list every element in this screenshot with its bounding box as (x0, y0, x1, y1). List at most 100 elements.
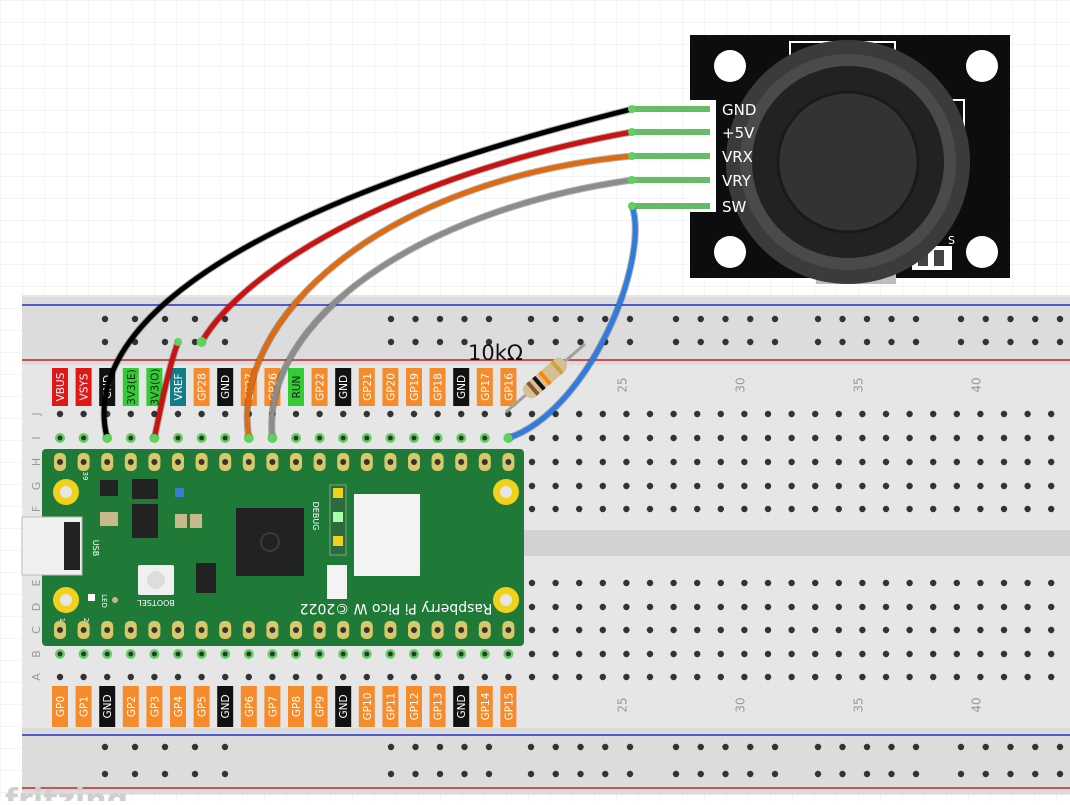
breadboard-hole (788, 626, 795, 634)
breadboard-hole (1000, 673, 1008, 681)
breadboard-hole (694, 505, 701, 513)
pico-pin-hole (104, 627, 111, 633)
joystick-header-pin (632, 106, 710, 112)
breadboard-hole (576, 626, 583, 634)
bottom-pin-label: GP6 (244, 696, 256, 717)
breadboard-hole (670, 410, 677, 418)
breadboard-hole (198, 673, 205, 681)
breadboard-hole (741, 626, 748, 634)
rail-hole (722, 315, 729, 323)
column-number: 35 (851, 377, 865, 392)
breadboard-hole (599, 579, 606, 587)
breadboard-hole (835, 505, 842, 513)
breadboard-hole (694, 482, 701, 490)
breadboard-hole (1024, 458, 1031, 466)
breadboard-hole (599, 673, 606, 681)
pin-label-bg (453, 368, 470, 406)
breadboard-hole (1000, 505, 1008, 513)
led-dot (112, 597, 118, 603)
breadboard-hole (292, 673, 300, 681)
bottom-pin-label: GP10 (362, 693, 374, 721)
breadboard-hole (269, 673, 276, 681)
connected-hole-center (317, 651, 323, 657)
rail-hole (101, 770, 109, 778)
breadboard-hole (694, 673, 701, 681)
breadboard-hole (788, 482, 795, 490)
breadboard-hole (1000, 579, 1008, 587)
pin-label-bg (476, 686, 493, 727)
pico-pads (54, 453, 515, 639)
breadboard-hole (859, 410, 866, 418)
connected-hole-center (199, 435, 205, 441)
rail-hole (771, 338, 779, 346)
pico-pin-hole (340, 459, 347, 465)
breadboard-hole (953, 650, 960, 658)
breadboard-hole (576, 603, 583, 611)
breadboard-hole (623, 410, 630, 418)
rail-hole (527, 770, 535, 778)
breadboard-hole (859, 458, 866, 466)
rail-hole (722, 743, 729, 751)
breadboard-hole (906, 410, 913, 418)
breadboard-hole (104, 673, 111, 681)
component (327, 565, 347, 599)
pin-label-bg (406, 368, 422, 406)
breadboard-hole (599, 603, 606, 611)
rail-hole (957, 315, 965, 323)
breadboard-hole (835, 410, 842, 418)
connected-hole-center (387, 435, 393, 441)
breadboard-hole (670, 482, 677, 490)
breadboard-hole (859, 603, 866, 611)
connected-hole-center (81, 651, 87, 657)
wire-endpoint (150, 434, 159, 442)
breadboard-hole (812, 458, 819, 466)
rail-hole (191, 315, 199, 323)
bottom-power-rail (22, 728, 1070, 794)
breadboard-hole (623, 579, 630, 587)
rail-hole (1007, 338, 1014, 346)
pico-pin-hole (222, 627, 229, 633)
debug-pin (333, 488, 343, 498)
rail-hole (722, 770, 729, 778)
breadboard-hole (835, 626, 842, 634)
pico-pin-hole (245, 627, 252, 633)
breadboard-hole (764, 505, 772, 513)
usb-label: USB (91, 540, 100, 556)
breadboard-hole (646, 650, 654, 658)
top-pin-label: GP17 (480, 373, 492, 401)
wifi-module (354, 494, 420, 576)
rail-hole (1032, 338, 1039, 346)
rail-hole (412, 743, 419, 751)
pico-board: Raspberry Pi Pico W ©2022 DEBUG USB LED … (21, 449, 524, 646)
pin-label-bg (288, 686, 304, 727)
pin-label-bg (288, 368, 304, 406)
breadboard-hole (552, 673, 559, 681)
connected-hole-center (387, 651, 393, 657)
pin-label-bg (358, 686, 375, 727)
mount-hole-center (500, 486, 512, 498)
bottom-pin-label: GP2 (126, 696, 138, 717)
breadboard-hole (812, 434, 819, 442)
breadboard-hole (552, 434, 559, 442)
breadboard-hole (835, 482, 842, 490)
breadboard-hole (387, 673, 394, 681)
pin-label-bg (99, 686, 116, 727)
fritzing-watermark: fritzing (5, 783, 128, 801)
breadboard-hole (646, 410, 654, 418)
breadboard-hole (528, 626, 536, 634)
breadboard-hole (174, 673, 182, 681)
rail-hole (485, 743, 493, 751)
joystick-mount-hole (714, 50, 746, 82)
rail-hole (1007, 743, 1014, 751)
pico-pin-hole (127, 627, 134, 633)
pin-label-bg (382, 368, 399, 406)
breadboard-hole (481, 410, 488, 418)
pin-label-bg (382, 686, 399, 727)
breadboard-hole (528, 458, 536, 466)
connected-hole-center (269, 651, 275, 657)
breadboard-hole (882, 434, 890, 442)
connected-hole-center (293, 435, 299, 441)
breadboard-hole (552, 626, 559, 634)
breadboard-hole (764, 434, 772, 442)
chip-small (100, 480, 118, 496)
